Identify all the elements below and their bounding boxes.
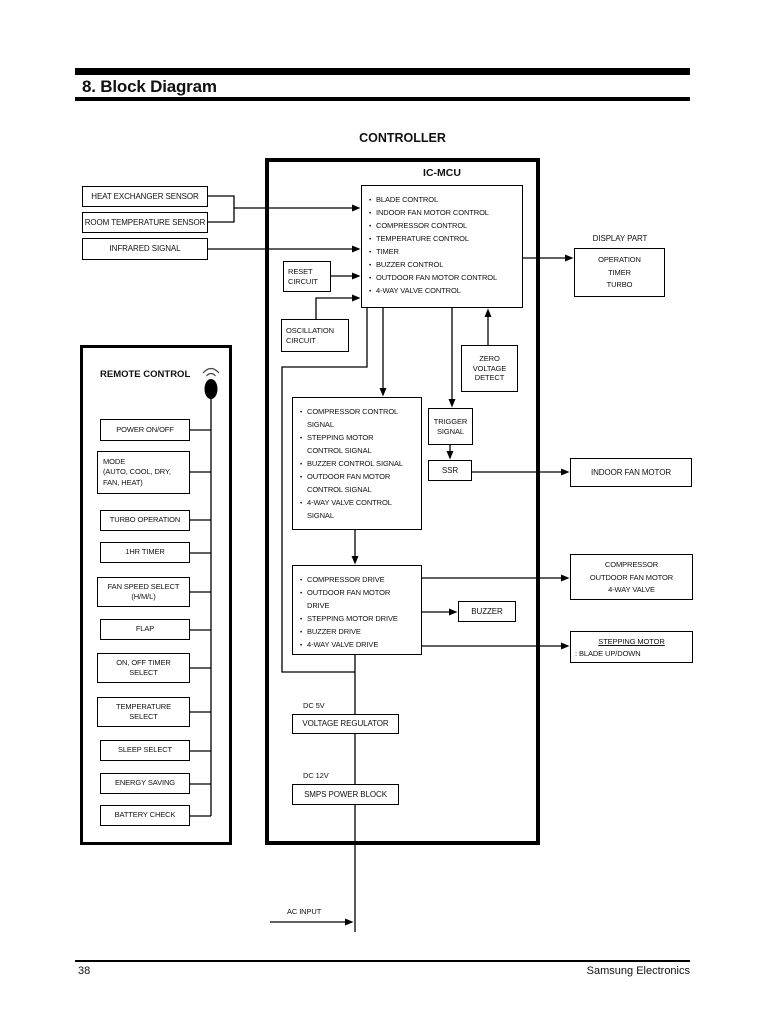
- list-item: BLADE CONTROL: [369, 193, 516, 207]
- indoor-fan-motor-box: INDOOR FAN MOTOR: [570, 458, 692, 487]
- list-item: OUTDOOR FAN MOTOR DRIVE: [300, 586, 405, 612]
- smps-power-block-box: SMPS POWER BLOCK: [292, 784, 399, 805]
- ic-mcu-box: BLADE CONTROLINDOOR FAN MOTOR CONTROLCOM…: [361, 185, 523, 308]
- list-item: TIMER: [369, 245, 516, 259]
- room-temperature-sensor-box: ROOM TEMPERATURE SENSOR: [82, 212, 208, 233]
- remote-button-temperature: TEMPERATURE SELECT: [97, 697, 190, 727]
- list-item: BUZZER CONTROL SIGNAL: [300, 457, 405, 471]
- remote-button-turbo: TURBO OPERATION: [100, 510, 190, 531]
- ac-input-label: AC INPUT: [287, 907, 322, 916]
- voltage-regulator-box: VOLTAGE REGULATOR: [292, 714, 399, 734]
- list-item: 4-WAY VALVE CONTROL SIGNAL: [300, 496, 405, 522]
- remote-button-power: POWER ON/OFF: [100, 419, 190, 441]
- list-item: OUTDOOR FAN MOTOR: [589, 572, 674, 582]
- page-title: 8. Block Diagram: [82, 77, 217, 96]
- remote-button-battery-check: BATTERY CHECK: [100, 805, 190, 826]
- list-item: COMPRESSOR: [604, 560, 659, 569]
- ssr-box: SSR: [428, 460, 472, 481]
- footer-page-number: 38: [78, 965, 91, 977]
- remote-control-title: REMOTE CONTROL: [100, 369, 191, 380]
- list-item: TURBO: [606, 280, 633, 289]
- list-item: INDOOR FAN MOTOR CONTROL: [369, 206, 516, 220]
- display-part-label: DISPLAY PART: [592, 234, 648, 243]
- display-part-box: OPERATION TIMER TURBO: [574, 248, 665, 297]
- list-item: BUZZER DRIVE: [300, 625, 405, 639]
- dc-12v-label: DC 12V: [303, 771, 329, 780]
- trigger-signal-box: TRIGGER SIGNAL: [428, 408, 473, 445]
- controller-label: CONTROLLER: [359, 131, 446, 145]
- control-signals-box: COMPRESSOR CONTROL SIGNALSTEPPING MOTOR …: [292, 397, 422, 530]
- list-item: OPERATION: [598, 255, 641, 264]
- list-item: OUTDOOR FAN MOTOR CONTROL SIGNAL: [300, 470, 405, 496]
- stepping-motor-note: : BLADE UP/DOWN: [575, 649, 641, 658]
- remote-control-box: [80, 345, 232, 845]
- list-item: COMPRESSOR CONTROL: [369, 219, 516, 233]
- footer-brand: Samsung Electronics: [586, 965, 690, 977]
- header-rule-top: [75, 68, 690, 75]
- stepping-motor-box: STEPPING MOTOR : BLADE UP/DOWN: [570, 631, 693, 663]
- header-rule-bottom: [75, 97, 690, 101]
- output-devices-box: COMPRESSOR OUTDOOR FAN MOTOR 4-WAY VALVE: [570, 554, 693, 600]
- infrared-signal-box: INFRARED SIGNAL: [82, 238, 208, 260]
- list-item: OUTDOOR FAN MOTOR CONTROL: [369, 271, 516, 285]
- zero-voltage-detect-box: ZERO VOLTAGE DETECT: [461, 345, 518, 392]
- buzzer-box: BUZZER: [458, 601, 516, 622]
- heat-exchanger-sensor-box: HEAT EXCHANGER SENSOR: [82, 186, 208, 207]
- remote-button-on-off-timer: ON, OFF TIMER SELECT: [97, 653, 190, 683]
- list-item: COMPRESSOR DRIVE: [300, 573, 405, 587]
- controller-box: [265, 158, 540, 845]
- drive-signals-box: COMPRESSOR DRIVEOUTDOOR FAN MOTOR DRIVES…: [292, 565, 422, 655]
- list-item: BUZZER CONTROL: [369, 258, 516, 272]
- remote-button-fan-speed: FAN SPEED SELECT (H/M/L): [97, 577, 190, 607]
- dc-5v-label: DC 5V: [303, 701, 325, 710]
- oscillation-circuit-box: OSCILLATION CIRCUIT: [281, 319, 349, 352]
- remote-button-mode: MODE (AUTO, COOL, DRY, FAN, HEAT): [97, 451, 190, 494]
- reset-circuit-box: RESET CIRCUIT: [283, 261, 331, 292]
- list-item: 4-WAY VALVE DRIVE: [300, 638, 405, 652]
- list-item: TEMPERATURE CONTROL: [369, 232, 516, 246]
- list-item: TIMER: [608, 267, 631, 277]
- remote-button-energy-saving: ENERGY SAVING: [100, 773, 190, 794]
- list-item: STEPPING MOTOR CONTROL SIGNAL: [300, 431, 405, 457]
- remote-button-sleep: SLEEP SELECT: [100, 740, 190, 761]
- remote-button-1hr-timer: 1HR TIMER: [100, 542, 190, 563]
- remote-button-flap: FLAP: [100, 619, 190, 640]
- list-item: 4-WAY VALVE CONTROL: [369, 284, 516, 298]
- list-item: 4-WAY VALVE: [608, 585, 655, 594]
- ir-emitter-icon: [202, 367, 220, 399]
- footer-rule: [75, 960, 690, 962]
- list-item: COMPRESSOR CONTROL SIGNAL: [300, 405, 405, 431]
- stepping-motor-title: STEPPING MOTOR: [598, 637, 665, 646]
- list-item: STEPPING MOTOR DRIVE: [300, 612, 405, 626]
- ic-mcu-title: IC-MCU: [423, 167, 461, 179]
